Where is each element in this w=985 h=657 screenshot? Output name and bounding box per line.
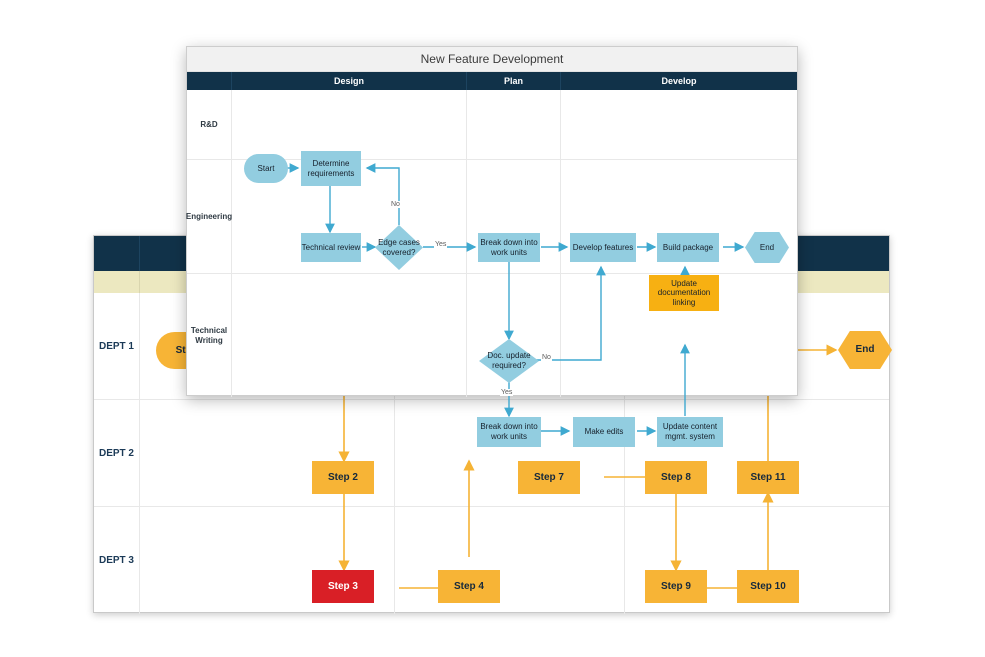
- background-lane-body-2: [140, 507, 889, 614]
- foreground-col-divider-1: [466, 90, 467, 159]
- foreground-header-cell-plan: Plan: [467, 72, 561, 90]
- background-node-step-7[interactable]: Step 7: [518, 461, 580, 494]
- foreground-lane-engineering: Engineering: [186, 160, 797, 274]
- background-node-step-9[interactable]: Step 9: [645, 570, 707, 603]
- foreground-node-update-content-mgmt-system[interactable]: Update content mgmt. system: [657, 417, 723, 447]
- foreground-edge-label-no-1: No: [390, 201, 401, 208]
- background-col-divider-3: [394, 400, 395, 506]
- accent-cell-0: [94, 271, 140, 293]
- background-header-cell-0: [94, 236, 140, 271]
- background-node-step-11[interactable]: Step 11: [737, 461, 799, 494]
- foreground-node-build-package[interactable]: Build package: [657, 233, 719, 262]
- foreground-header-cell-design: Design: [232, 72, 467, 90]
- diamond-label: Doc. update required?: [487, 351, 531, 370]
- background-lane-dept-3: DEPT 3: [94, 507, 889, 614]
- foreground-lane-label-0: R&D: [187, 90, 232, 159]
- foreground-node-edge-cases-decision[interactable]: Edge cases covered?: [375, 225, 423, 270]
- foreground-header-cell-blank: [187, 72, 232, 90]
- background-lane-dept-2: DEPT 2: [94, 400, 889, 507]
- foreground-lane-rd: R&D: [187, 90, 797, 160]
- background-node-step-8[interactable]: Step 8: [645, 461, 707, 494]
- foreground-lane-label-2: Technical Writing: [187, 274, 232, 397]
- foreground-lane-technical-writing: Technical Writing: [187, 274, 797, 397]
- foreground-node-break-down-work-units-tw[interactable]: Break down into work units: [477, 417, 541, 447]
- foreground-chart-header: Design Plan Develop: [187, 72, 797, 90]
- foreground-col-divider-3: [466, 160, 467, 273]
- foreground-node-end[interactable]: End: [745, 232, 789, 263]
- diamond-label: Edge cases covered?: [378, 237, 420, 257]
- foreground-chart-lanes: R&D Engineering Technical Writing: [186, 90, 797, 397]
- foreground-node-technical-review[interactable]: Technical review: [301, 233, 361, 262]
- foreground-edge-label-yes-2: Yes: [500, 389, 514, 396]
- foreground-edge-label-yes-1: Yes: [434, 241, 448, 248]
- foreground-node-doc-update-decision[interactable]: Doc. update required?: [479, 339, 539, 383]
- background-node-end[interactable]: End: [838, 331, 892, 369]
- foreground-lane-label-1: Engineering: [186, 160, 232, 273]
- foreground-lane-body-2: [232, 274, 797, 397]
- background-node-step-3[interactable]: Step 3: [312, 570, 374, 603]
- foreground-lane-body-0: [232, 90, 797, 159]
- foreground-col-divider-4: [560, 160, 561, 273]
- foreground-diagram-overlay: Start Determine requirements Technical r…: [187, 89, 797, 447]
- foreground-node-break-down-work-units-eng[interactable]: Break down into work units: [478, 233, 540, 262]
- background-lane-label-1: DEPT 2: [94, 400, 140, 506]
- foreground-chart-title: New Feature Development: [187, 47, 797, 72]
- background-lane-label-0: DEPT 1: [94, 293, 140, 399]
- foreground-col-divider-6: [560, 274, 561, 397]
- foreground-col-divider-2: [560, 90, 561, 159]
- foreground-node-determine-requirements[interactable]: Determine requirements: [301, 151, 361, 186]
- background-node-step-10[interactable]: Step 10: [737, 570, 799, 603]
- foreground-node-update-documentation-linking[interactable]: Update documentation linking: [649, 275, 719, 311]
- foreground-node-develop-features[interactable]: Develop features: [570, 233, 636, 262]
- foreground-node-start[interactable]: Start: [244, 154, 288, 183]
- background-lane-label-2: DEPT 3: [94, 507, 140, 614]
- background-col-divider-5: [394, 507, 395, 614]
- foreground-col-divider-5: [466, 274, 467, 397]
- background-lane-body-1: [140, 400, 889, 506]
- foreground-node-make-edits[interactable]: Make edits: [573, 417, 635, 447]
- background-node-step-4[interactable]: Step 4: [438, 570, 500, 603]
- foreground-flowchart-window[interactable]: New Feature Development Design Plan Deve…: [186, 46, 798, 447]
- foreground-header-cell-develop: Develop: [661, 76, 697, 86]
- background-col-divider-6: [624, 507, 625, 614]
- background-node-step-2[interactable]: Step 2: [312, 461, 374, 494]
- background-col-divider-4: [624, 400, 625, 506]
- foreground-lane-body-1: [232, 160, 797, 273]
- foreground-edge-label-no-2: No: [541, 354, 552, 361]
